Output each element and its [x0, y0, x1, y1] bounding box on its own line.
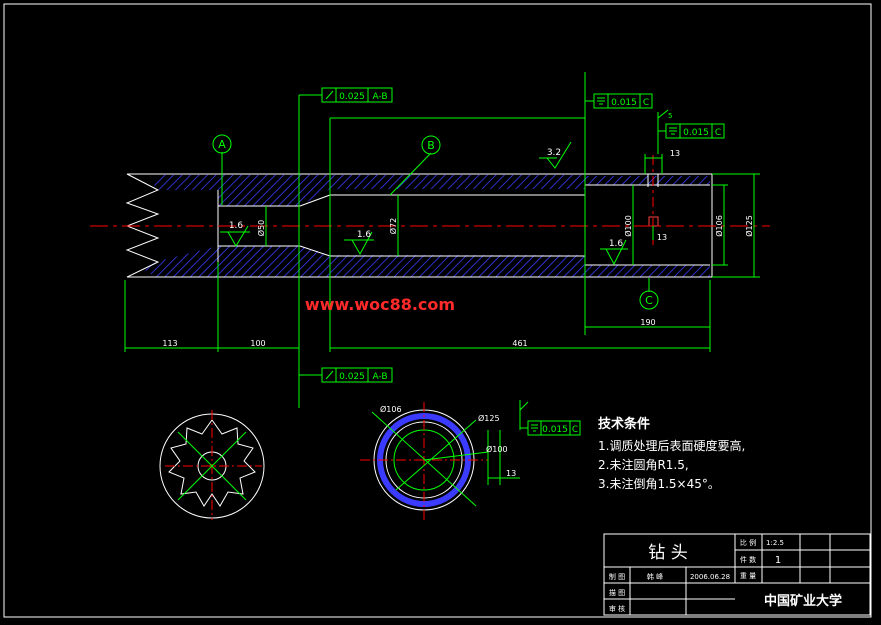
scale-label: 比 例: [740, 538, 756, 547]
dim-113: 113: [162, 339, 177, 348]
sec-dim-d106: Ø106: [380, 404, 402, 414]
surface-finish-4: 1.6: [609, 239, 624, 249]
sec-dim-d125: Ø125: [478, 413, 500, 423]
tol-tr2-value: 0.015: [683, 128, 709, 138]
drawn-date: 2006.06.28: [690, 573, 730, 581]
watermark: www.woc88.com: [305, 295, 455, 314]
drawn-by: 韩 峰: [647, 572, 663, 581]
callout-b: B: [389, 135, 441, 196]
tech-req-item-3: 3.未注倒角1.5×45°。: [598, 476, 720, 491]
dim-100: 100: [250, 339, 265, 348]
hatch-lower-wall: [145, 246, 710, 277]
tolerance-frame-section: 0.015 C: [520, 420, 581, 436]
callout-c-label: C: [645, 294, 653, 307]
dim-13-top: 13: [670, 149, 680, 158]
tol-tr2-datum: C: [715, 128, 721, 138]
tol-section-value: 0.015: [542, 425, 568, 435]
callout-c: C: [639, 278, 659, 310]
sec-dim-13: 13: [506, 469, 516, 478]
tolerance-frame-top-right-2: 0.015 C 5: [657, 109, 725, 154]
title-block: [603, 533, 871, 616]
dim-13-hole: 13: [657, 233, 667, 242]
dim-d50: Ø50: [256, 220, 266, 236]
callout-b-label: B: [427, 139, 435, 152]
sheet-border: [3, 3, 872, 618]
part-name: 钻 头: [648, 543, 687, 563]
scale-value: 1:2.5: [766, 539, 784, 547]
dim-d106: Ø106: [714, 215, 724, 237]
drawn-label: 制 图: [609, 572, 625, 581]
surface-finish-3: 1.6: [357, 230, 372, 240]
callout-a-label: A: [218, 138, 226, 151]
tol-section-datum: C: [572, 425, 578, 435]
tol-bottom-left-value: 0.025: [339, 372, 365, 382]
callout-a: A: [212, 134, 232, 205]
tolerance-frame-top-right-1: 0.015 C: [585, 93, 653, 109]
hatch-upper-wall: [150, 175, 712, 206]
tol-top-left-datum: A-B: [372, 92, 387, 102]
dim-d125: Ø125: [744, 215, 754, 237]
tech-req-title: 技术条件: [598, 416, 650, 432]
check-label: 审 核: [609, 604, 625, 613]
qty-label: 件 数: [740, 555, 756, 564]
end-view-rings: 0.015 C Ø106 Ø125 Ø100 13: [360, 400, 581, 520]
sec-dim-d100: Ø100: [486, 444, 508, 454]
tol-tr1-value: 0.015: [611, 98, 637, 108]
tech-req-item-1: 1.调质处理后表面硬度要高,: [598, 438, 745, 453]
main-section-view: A B C 0.025 A-B 0.025 A-B: [90, 72, 770, 408]
technical-requirements: 技术条件 1.调质处理后表面硬度要高, 2.未注圆角R1.5, 3.未注倒角1.…: [598, 416, 745, 491]
tol-tr1-datum: C: [643, 98, 649, 108]
draft-label: 描 图: [609, 588, 625, 597]
tol-bottom-left-datum: A-B: [372, 372, 387, 382]
surface-finish-marks: [220, 141, 628, 266]
dim-d72: Ø72: [388, 218, 398, 234]
dim-461: 461: [512, 339, 527, 348]
surface-finish-1: 3.2: [547, 148, 561, 158]
title-block-text: 钻 头 比 例 1:2.5 件 数 1 重 量 制 图 韩 峰 2006.06.…: [609, 538, 842, 613]
dim-d100: Ø100: [623, 215, 633, 237]
dim-190: 190: [640, 318, 655, 327]
tech-req-item-2: 2.未注圆角R1.5,: [598, 457, 689, 472]
dim-5: 5: [668, 112, 672, 120]
surface-finish-2: 1.6: [229, 221, 244, 231]
weight-label: 重 量: [740, 572, 756, 580]
end-view-star: [159, 410, 265, 520]
tol-top-left-value: 0.025: [339, 92, 365, 102]
qty-value: 1: [775, 555, 781, 566]
tolerance-frame-bottom-left: 0.025 A-B: [299, 367, 393, 383]
tolerance-frame-top-left: 0.025 A-B: [299, 87, 393, 103]
school-name: 中国矿业大学: [764, 593, 842, 609]
